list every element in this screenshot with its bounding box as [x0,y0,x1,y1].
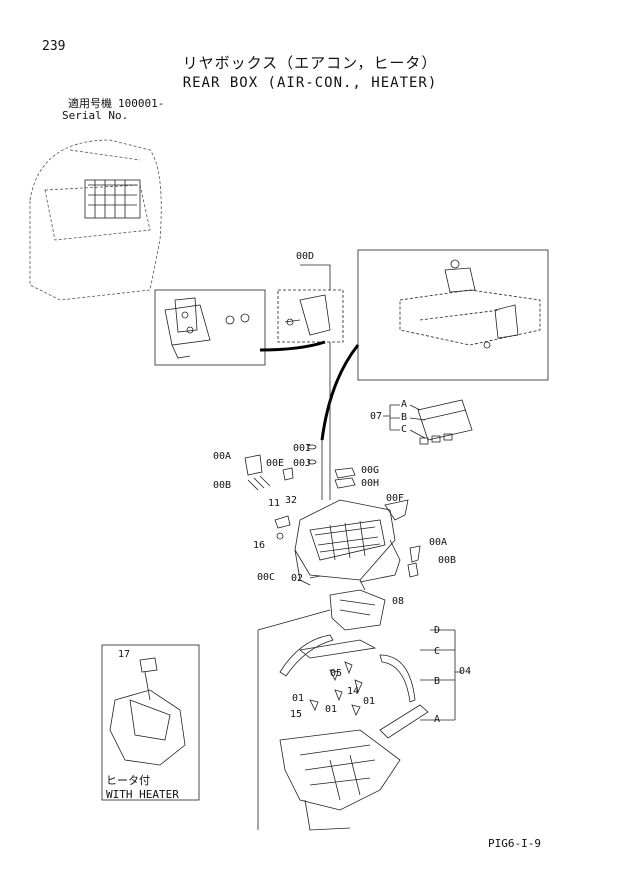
part-00D [284,294,331,336]
connector-curve-2 [320,344,360,441]
part-08-bracket [329,589,386,631]
callout-01-right: 01 [363,696,376,707]
callout-08: 08 [392,596,405,607]
callout-04-A: A [434,714,441,725]
callout-00E: 00E [266,458,285,469]
callout-07-C: C [401,424,408,435]
duct-parts [279,634,429,739]
callout-00J: 00J [293,458,312,469]
heater-inset-caption-english: WITH HEATER [106,788,179,801]
callout-00B-upper: 00B [213,480,232,491]
callout-01-left: 01 [292,693,305,704]
page-title-english: REAR BOX (AIR-CON., HEATER) [182,75,438,91]
page-number: 239 [42,39,66,54]
location-detail-parts [399,289,541,346]
location-detail-solid [444,259,519,349]
callout-32: 32 [285,495,298,506]
callout-00A-upper: 00A [213,451,232,462]
callout-00B-lower: 00B [438,555,457,566]
serial-label-english: Serial No. [62,109,129,122]
callout-04: 04 [459,666,472,677]
lower-frame-structure [279,729,401,831]
callout-05: 05 [330,668,343,679]
rear-box-body [294,499,401,591]
callout-00A-lower: 00A [429,537,448,548]
callout-00H: 00H [361,478,380,489]
lower-frame-outline [257,609,331,830]
callout-04-C: C [434,646,441,657]
page-title-japanese: リヤボックス（エアコン，ヒータ） [182,54,438,72]
callout-17: 17 [118,649,131,660]
callout-00F: 00F [386,493,405,504]
bracket-detail-box [154,289,266,366]
connector-curve-1 [259,340,326,352]
callout-00I: 00I [293,443,312,454]
callout-02: 02 [291,573,304,584]
bracket-detail-parts [164,297,250,359]
callout-00G: 00G [361,465,380,476]
location-detail-box [357,249,549,381]
callout-07-A: A [401,399,408,410]
callout-07: 07 [370,411,383,422]
callout-04-B: B [434,676,441,687]
heater-inset-caption-japanese: ヒータ付 [106,774,150,787]
part-07-controller [417,399,473,445]
machine-overview-sketch [29,139,162,301]
callout-07-B: B [401,412,408,423]
heater-inset-sketch [109,657,186,766]
callout-04-D: D [434,625,441,636]
small-hardware [244,444,421,579]
callout-11: 11 [268,498,281,509]
figure-code: PIG6-I-9 [488,837,541,850]
rear-box-sketch [84,179,141,219]
callout-00C: 00C [257,572,276,583]
serial-label-japanese: 適用号機 [68,97,112,110]
duct-clips [309,661,363,716]
serial-number-value: 100001- [118,97,165,110]
callout-00D-box [277,289,344,343]
callout-01-middle: 01 [325,704,338,715]
callout-16: 16 [253,540,266,551]
callout-14: 14 [347,686,360,697]
callout-00D: 00D [296,251,315,262]
callout-15: 15 [290,709,303,720]
heater-inset-box [101,644,200,801]
